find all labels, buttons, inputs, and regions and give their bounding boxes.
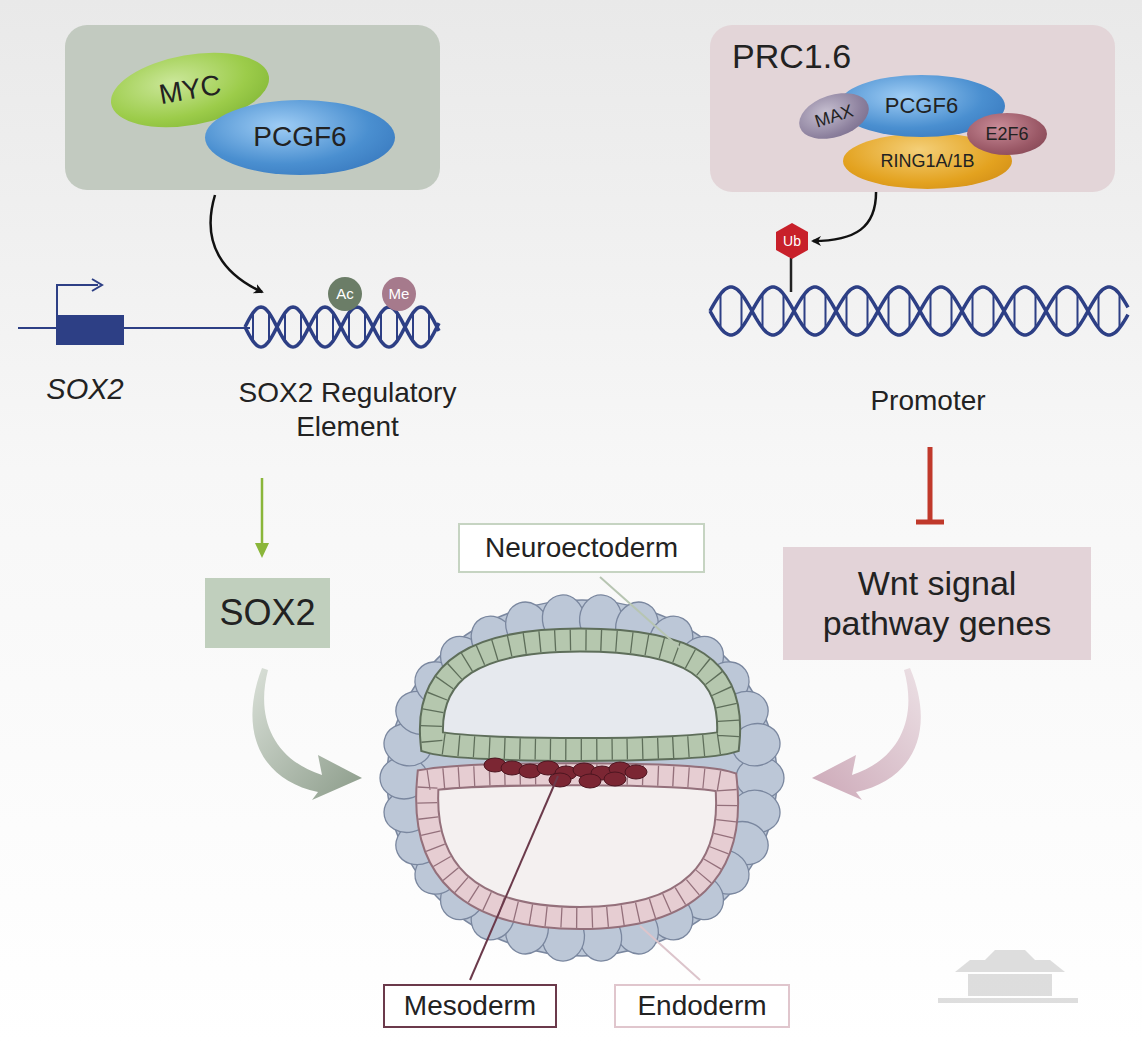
base-pair <box>825 294 827 328</box>
base-pair <box>951 294 953 328</box>
mark-circle: Me <box>382 277 416 311</box>
mesoderm-cell <box>625 765 647 779</box>
dna-strand <box>710 287 1128 335</box>
base-pair <box>930 294 932 328</box>
base-pair <box>867 294 869 328</box>
node-text: Neuroectoderm <box>485 532 678 564</box>
dna-strand <box>245 307 439 347</box>
protein-ellipse: E2F6 <box>967 113 1047 155</box>
leader-line <box>640 926 700 980</box>
node-text: SOX2 <box>219 592 315 633</box>
gene-line <box>18 327 250 329</box>
base-pair <box>846 294 848 328</box>
base-pair <box>720 294 722 328</box>
base-pair <box>762 294 764 328</box>
node-text: Mesoderm <box>404 990 536 1022</box>
node-text: MAX <box>812 100 855 132</box>
base-pair <box>741 294 743 328</box>
connector-arrow <box>813 192 876 241</box>
node-text: RING1A/1B <box>880 151 974 172</box>
mesoderm-cell <box>579 774 601 788</box>
node-text: Endoderm <box>637 990 766 1022</box>
element-label: SOX2 Regulatory Element <box>205 376 490 443</box>
complex-panel: PRC1.6MAX PCGF6E2F6RING1A/1B <box>710 25 1115 192</box>
layer-label-box: Neuroectoderm <box>458 523 705 573</box>
ub-stick <box>790 258 793 292</box>
protein-ellipse: PCGF6 <box>205 100 395 175</box>
base-pair <box>1098 294 1100 328</box>
dna-helix <box>245 307 439 347</box>
effect-arrow <box>252 668 362 800</box>
base-pair <box>1119 294 1121 328</box>
ubiquitin-hexagon: Ub <box>774 222 810 260</box>
gene-name: SOX2 <box>30 372 140 407</box>
dna-strand <box>710 287 1128 335</box>
base-pair <box>804 294 806 328</box>
node-text: Wnt signal pathway genes <box>783 564 1091 642</box>
dna-helix <box>710 287 1128 335</box>
tss-arrow-head <box>92 279 102 291</box>
base-pair <box>993 294 995 328</box>
node-text: MYC <box>157 69 224 112</box>
mesoderm-cell <box>604 772 626 786</box>
node-text: PCGF6 <box>885 93 958 118</box>
binding-arrow <box>211 195 262 292</box>
node-text: E2F6 <box>985 124 1028 145</box>
base-pair <box>1035 294 1037 328</box>
hexagon-shape <box>776 223 808 259</box>
activation-arrow <box>261 478 264 545</box>
base-pair <box>1077 294 1079 328</box>
inhibition-bar <box>916 520 944 525</box>
node-text: Ub <box>783 233 801 249</box>
node-text: Ac <box>336 285 354 302</box>
inhibition-line <box>928 447 933 522</box>
complex-panel <box>65 25 440 190</box>
effect-arrow <box>812 668 921 800</box>
layer-label-box: Endoderm <box>614 984 790 1028</box>
base-pair <box>1056 294 1058 328</box>
mark-circle: Ac <box>328 277 362 311</box>
tss-arrow <box>57 285 98 315</box>
watermark <box>938 950 1078 1003</box>
mesoderm-cell <box>549 773 571 787</box>
activation-head <box>255 543 269 558</box>
layer-label-box: Mesoderm <box>383 984 557 1028</box>
gene-exon <box>56 315 124 345</box>
base-pair <box>972 294 974 328</box>
embryo <box>380 593 784 963</box>
promoter-label: Promoter <box>820 384 1036 418</box>
base-pair <box>888 294 890 328</box>
gene-box: Wnt signal pathway genes <box>783 547 1091 660</box>
dna-strand <box>245 307 439 347</box>
leader-line <box>470 776 558 980</box>
base-pair <box>1014 294 1016 328</box>
leader-line <box>600 577 680 648</box>
base-pair <box>783 294 785 328</box>
protein-box: SOX2 <box>205 578 330 648</box>
node-text: PCGF6 <box>253 121 346 153</box>
base-pair <box>909 294 911 328</box>
panel-title: PRC1.6 <box>732 37 851 76</box>
node-text: Me <box>389 285 410 302</box>
